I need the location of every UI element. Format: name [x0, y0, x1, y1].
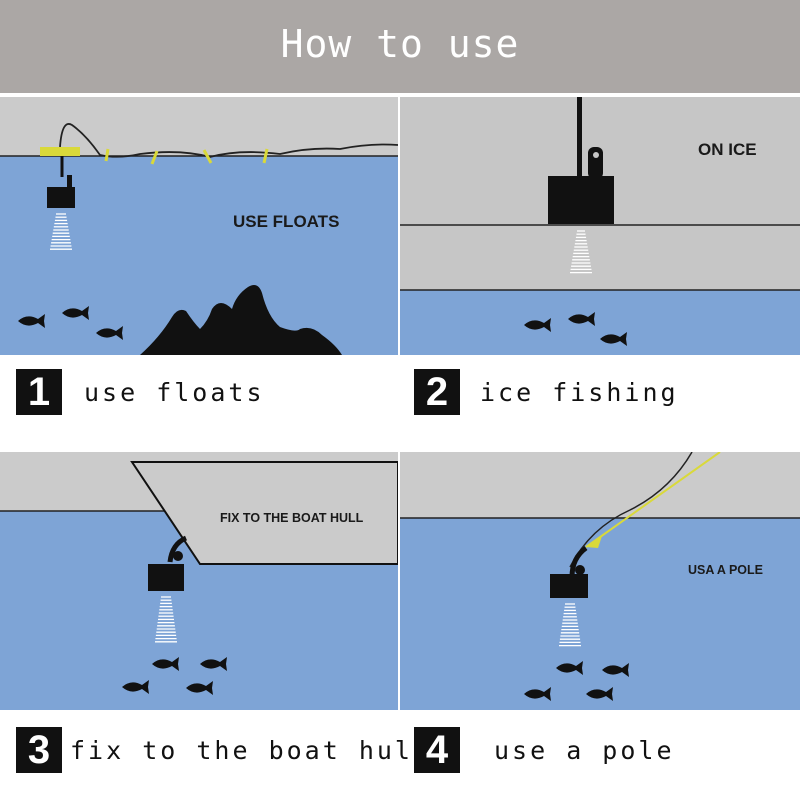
panel-boat-hull: FIX TO THE BOAT HULL: [0, 452, 398, 710]
fish-icon: [18, 314, 45, 328]
sonar-device-icon: [148, 535, 188, 591]
panel-use-floats: USE FLOATS: [0, 97, 398, 355]
fish-group: [524, 661, 629, 701]
sonar-device-icon: [548, 176, 614, 224]
sonar-device-icon: [550, 545, 588, 598]
step-2: 2 ice fishing: [414, 365, 679, 419]
step-1: 1 use floats: [16, 365, 265, 419]
scene-ice: [400, 97, 800, 355]
step-text-3: fix to the boat hull: [70, 735, 432, 765]
step-number-1: 1: [16, 369, 62, 415]
fishing-pole-icon: [577, 97, 603, 179]
panel-ice-fishing: ON ICE: [400, 97, 800, 355]
fish-icon: [200, 657, 227, 671]
step-number-4: 4: [414, 727, 460, 773]
step-number-3: 3: [16, 727, 62, 773]
step-number-2: 2: [414, 369, 460, 415]
fish-icon: [568, 312, 595, 326]
fish-icon: [122, 680, 149, 694]
sonar-beam-icon: [570, 230, 592, 274]
scene-floats: [0, 97, 398, 355]
sonar-beam-icon: [559, 603, 581, 647]
header-bar: How to use: [0, 0, 800, 93]
scene-hull: [0, 452, 398, 710]
fish-group: [18, 306, 123, 340]
fish-icon: [602, 663, 629, 677]
step-text-1: use floats: [84, 377, 265, 407]
fish-icon: [524, 318, 551, 332]
fish-icon: [586, 687, 613, 701]
fish-icon: [186, 681, 213, 695]
sonar-beam-icon: [50, 213, 72, 250]
step-3: 3 fix to the boat hull: [16, 723, 431, 777]
fish-icon: [96, 326, 123, 340]
panel-use-pole: USA A POLE: [400, 452, 800, 710]
caption-use-a-pole: USA A POLE: [688, 563, 764, 577]
sonar-device-icon: [47, 156, 75, 208]
fishing-pole-icon: [585, 452, 721, 548]
step-4: 4 use a pole: [414, 723, 675, 777]
fish-icon: [152, 657, 179, 671]
step-text-2: ice fishing: [480, 377, 679, 407]
fish-icon: [62, 306, 89, 320]
caption-use-floats: USE FLOATS: [233, 212, 340, 231]
caption-on-ice: ON ICE: [698, 140, 757, 159]
fish-icon: [524, 687, 551, 701]
step-text-4: use a pole: [494, 735, 675, 765]
fish-icon: [600, 332, 627, 346]
seabed-rocks-icon: [140, 285, 342, 355]
fish-icon: [556, 661, 583, 675]
fish-group: [122, 657, 227, 695]
scene-pole: [400, 452, 800, 710]
page-title: How to use: [280, 22, 520, 66]
caption-fix-to-boat-hull: FIX TO THE BOAT HULL: [220, 511, 364, 525]
fish-group: [524, 312, 627, 346]
sonar-beam-icon: [155, 596, 177, 643]
float-icon: [40, 147, 269, 165]
boat-hull-icon: [130, 461, 398, 565]
